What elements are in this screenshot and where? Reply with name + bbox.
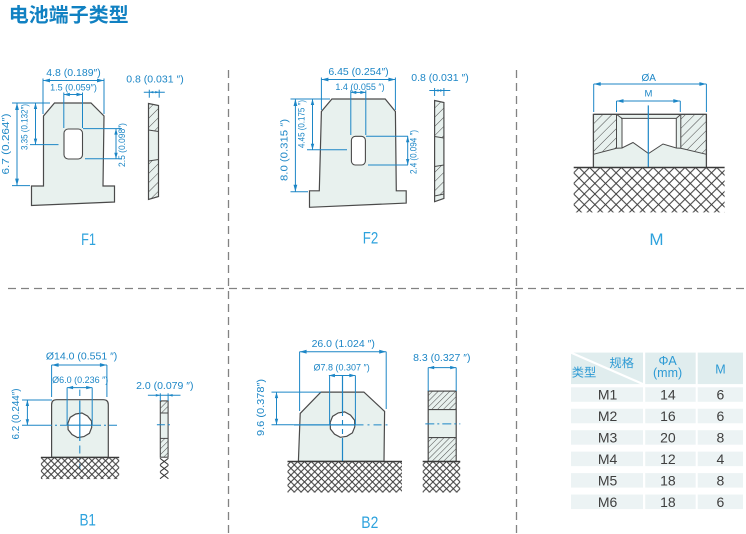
- svg-text:ØA: ØA: [641, 73, 656, 84]
- svg-text:20: 20: [660, 429, 676, 445]
- svg-text:4: 4: [717, 451, 725, 467]
- svg-text:B1: B1: [79, 511, 96, 530]
- svg-text:2.4 (0.094 ″): 2.4 (0.094 ″): [409, 130, 419, 174]
- svg-text:M2: M2: [598, 408, 618, 424]
- svg-text:2.5 (0.098″): 2.5 (0.098″): [117, 123, 127, 167]
- svg-text:M: M: [649, 230, 663, 249]
- svg-text:Ø6.0 (0.236 ″): Ø6.0 (0.236 ″): [52, 375, 108, 385]
- svg-text:26.0 (1.024 ″): 26.0 (1.024 ″): [312, 338, 375, 350]
- svg-text:M: M: [644, 89, 652, 100]
- svg-text:(mm): (mm): [653, 366, 682, 380]
- svg-text:6: 6: [717, 408, 725, 424]
- svg-text:4.8 (0.189″): 4.8 (0.189″): [46, 67, 101, 79]
- svg-text:18: 18: [660, 494, 676, 510]
- svg-text:14: 14: [660, 387, 676, 403]
- svg-text:6.2 (0.244″): 6.2 (0.244″): [10, 389, 22, 440]
- svg-text:6: 6: [717, 494, 725, 510]
- svg-text:Ø7.8 (0.307 ″): Ø7.8 (0.307 ″): [313, 363, 369, 373]
- svg-text:0.8 (0.031 ″): 0.8 (0.031 ″): [126, 74, 183, 86]
- svg-text:Ø14.0 (0.551 ″): Ø14.0 (0.551 ″): [46, 351, 117, 363]
- svg-text:8: 8: [717, 429, 725, 445]
- svg-text:B2: B2: [361, 513, 378, 532]
- svg-text:8.3 (0.327 ″): 8.3 (0.327 ″): [413, 352, 470, 364]
- svg-text:6.7 (0.264″): 6.7 (0.264″): [0, 114, 12, 175]
- svg-text:4.45 (0.175 ″): 4.45 (0.175 ″): [297, 100, 307, 148]
- svg-text:8: 8: [717, 472, 725, 488]
- svg-text:12: 12: [660, 451, 676, 467]
- svg-text:1.5 (0.059″): 1.5 (0.059″): [50, 83, 97, 93]
- svg-text:F2: F2: [363, 229, 379, 248]
- svg-text:M1: M1: [598, 387, 618, 403]
- svg-text:2.0 (0.079 ″): 2.0 (0.079 ″): [136, 380, 193, 392]
- svg-text:18: 18: [660, 472, 676, 488]
- svg-text:M3: M3: [598, 429, 618, 445]
- svg-text:M6: M6: [598, 494, 618, 510]
- svg-text:0.8 (0.031 ″): 0.8 (0.031 ″): [411, 72, 468, 84]
- svg-text:9.6 (0.378″): 9.6 (0.378″): [255, 379, 267, 436]
- svg-text:1.4 (0.055 ″): 1.4 (0.055 ″): [335, 82, 384, 92]
- svg-text:F1: F1: [81, 230, 96, 249]
- svg-text:6: 6: [717, 387, 725, 403]
- svg-text:6.45 (0.254″): 6.45 (0.254″): [328, 66, 388, 78]
- svg-text:16: 16: [660, 408, 676, 424]
- svg-text:3.35 (0.132″): 3.35 (0.132″): [20, 104, 30, 150]
- svg-text:M4: M4: [598, 451, 618, 467]
- svg-text:M5: M5: [598, 472, 618, 488]
- svg-text:8.0 (0.315 ″): 8.0 (0.315 ″): [279, 119, 291, 181]
- svg-text:ΦA: ΦA: [658, 354, 677, 368]
- svg-text:M: M: [715, 363, 725, 377]
